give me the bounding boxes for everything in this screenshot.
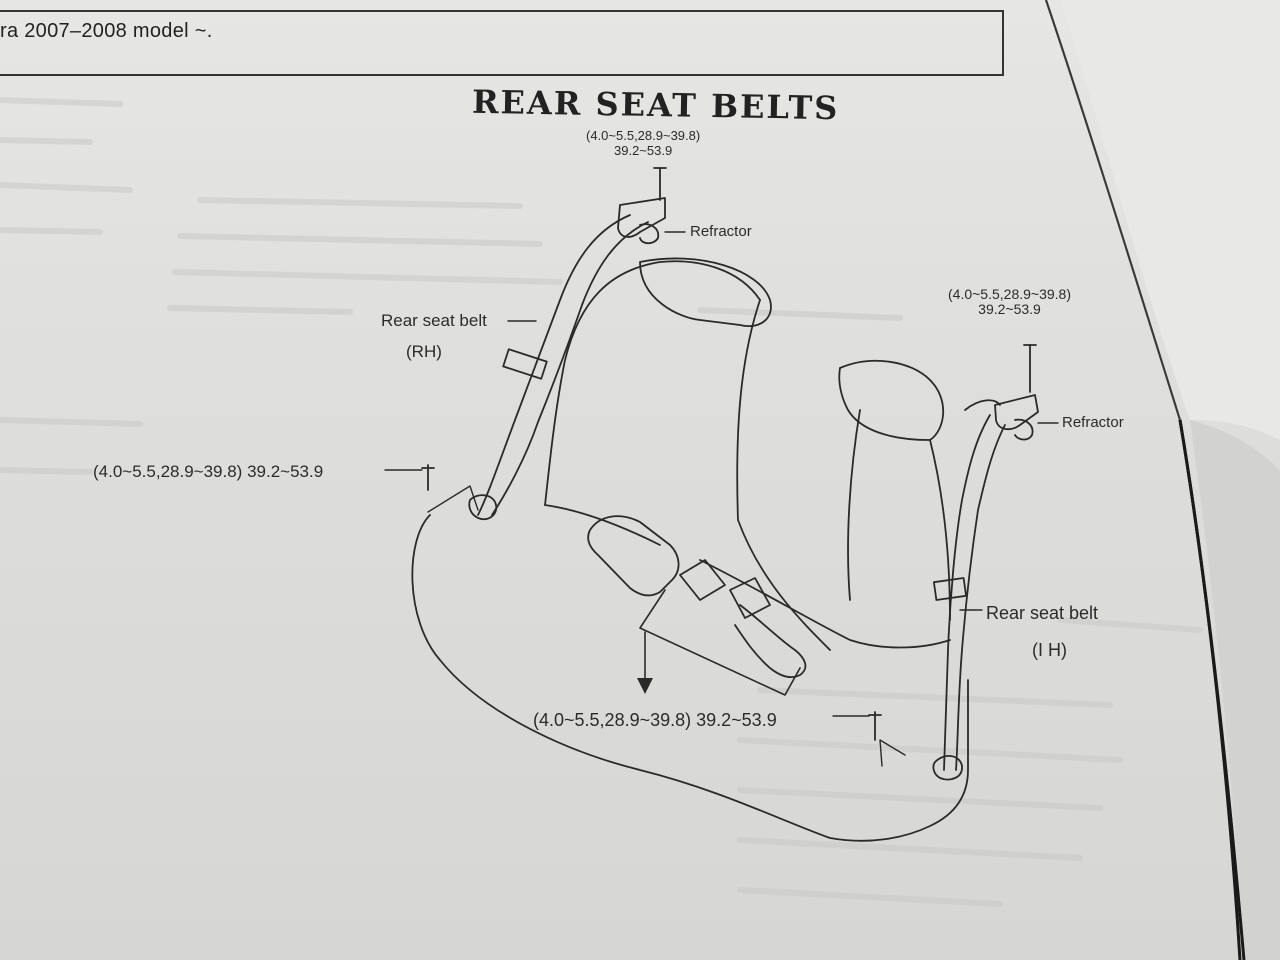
torque-spec-bottom: (4.0~5.5,28.9~39.8) 39.2~53.9 bbox=[533, 710, 777, 730]
rh-belt-webbing-edge bbox=[491, 221, 649, 516]
torque-spec-right: (4.0~5.5,28.9~39.8) 39.2~53.9 bbox=[948, 287, 1071, 317]
torque-spec-top-line1: (4.0~5.5,28.9~39.8) bbox=[586, 128, 701, 143]
rear-seat-belt-rh-label: Rear seat belt bbox=[381, 311, 487, 330]
seat-back-right bbox=[838, 359, 945, 441]
seat-cushion-outline bbox=[411, 514, 969, 842]
torque-spec-top-line2: 39.2~53.9 bbox=[614, 143, 673, 158]
lh-side-label: (I H) bbox=[1032, 640, 1067, 660]
torque-spec-right-line2: 39.2~53.9 bbox=[978, 301, 1041, 317]
torque-spec-top: (4.0~5.5,28.9~39.8) 39.2~53.9 bbox=[586, 128, 700, 158]
lh-belt-guide bbox=[932, 577, 968, 601]
seat-back-top bbox=[639, 257, 772, 327]
rh-lower-anchor bbox=[468, 494, 498, 520]
lh-lower-anchor bbox=[932, 755, 963, 781]
rear-seat-belt-lh-label: Rear seat belt bbox=[986, 603, 1099, 623]
center-buckle-tongue bbox=[734, 604, 807, 679]
header-text: ra 2007–2008 model ~. bbox=[0, 20, 213, 42]
torque-spec-left: (4.0~5.5,28.9~39.8) 39.2~53.9 bbox=[93, 462, 324, 481]
lh-belt-webbing bbox=[943, 414, 991, 771]
lh-retractor bbox=[994, 394, 1039, 441]
lh-belt-webbing-edge bbox=[955, 424, 1006, 771]
rh-retractor bbox=[617, 197, 666, 245]
torque-spec-right-line1: (4.0~5.5,28.9~39.8) bbox=[948, 286, 1071, 302]
lh-upper-loop bbox=[964, 399, 1001, 411]
center-buckle-latch bbox=[679, 559, 771, 619]
torque-arrow bbox=[637, 678, 653, 694]
retractor-top-label: Refractor bbox=[690, 223, 752, 240]
center-buckle-strap bbox=[587, 515, 680, 597]
rh-side-label: (RH) bbox=[406, 342, 442, 361]
seat-back-left bbox=[544, 260, 761, 506]
bolts bbox=[421, 167, 1037, 741]
seat-back-center bbox=[736, 299, 831, 651]
center-torque-bracket bbox=[639, 589, 801, 696]
leader-lines bbox=[384, 231, 1059, 767]
retractor-right-label: Refractor bbox=[1062, 414, 1124, 431]
header-box bbox=[0, 10, 1004, 76]
rh-belt-guide bbox=[502, 348, 548, 380]
seat-cushion-top bbox=[544, 504, 951, 649]
rh-belt-webbing bbox=[477, 214, 631, 516]
